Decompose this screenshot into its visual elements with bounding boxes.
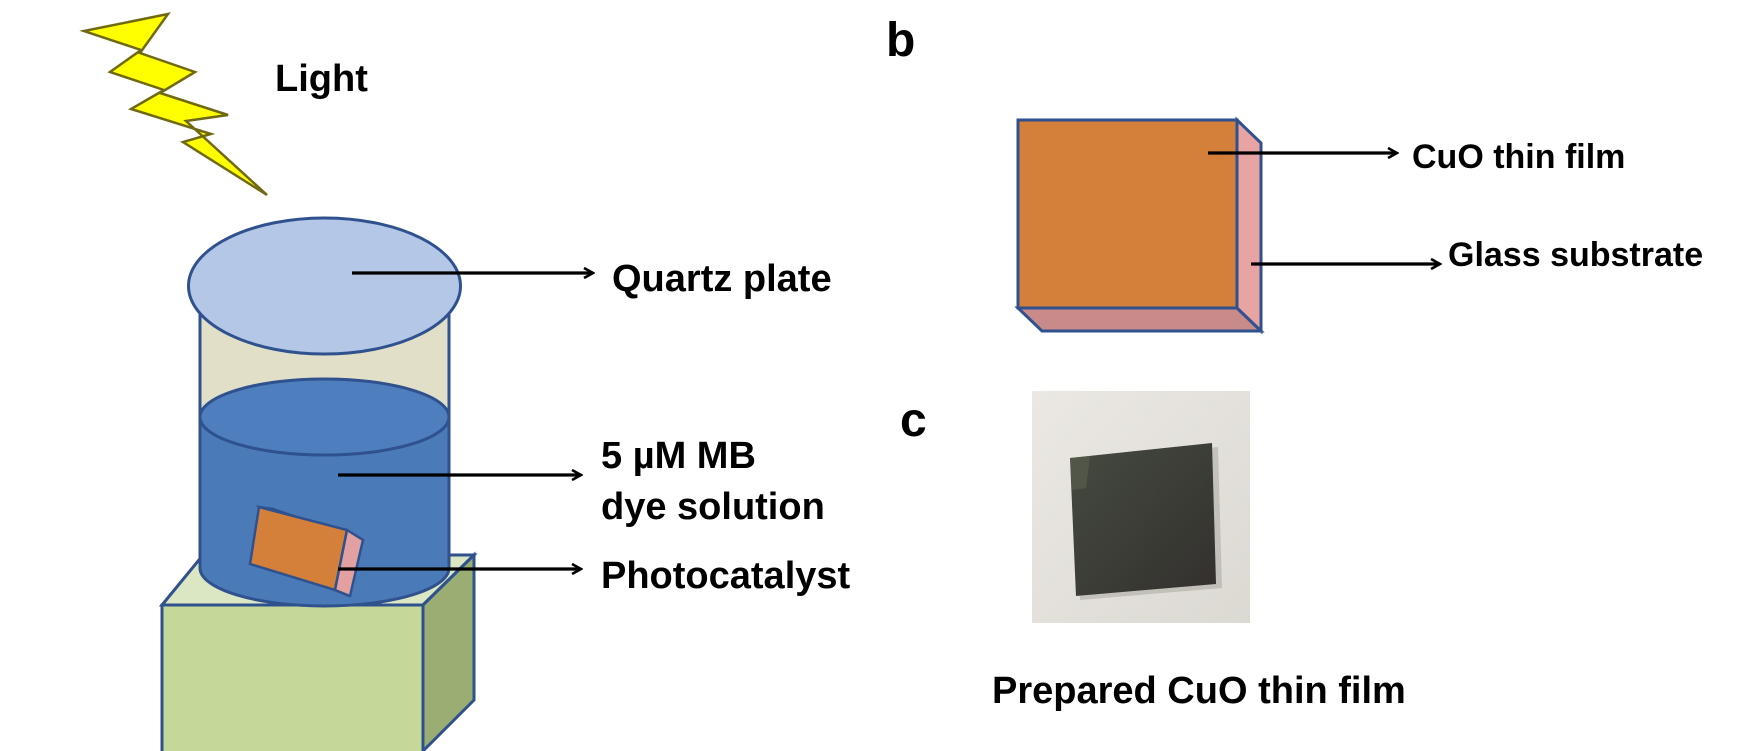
- light-label: Light: [275, 58, 368, 100]
- quartz-plate: [187, 216, 462, 356]
- stand-front-face: [160, 603, 425, 751]
- photocatalyst-chip: [248, 505, 365, 598]
- quartz-plate-label: Quartz plate: [612, 258, 832, 300]
- panel-b-letter: b: [886, 14, 916, 67]
- glass-substrate-bottom-edge: [1014, 306, 1265, 333]
- beaker-bottom-rim: [198, 567, 451, 608]
- dye-solution-surface: [198, 377, 451, 457]
- photo-sample-highlight: [1070, 456, 1090, 490]
- cuo-film-face: [1016, 118, 1239, 310]
- cuo-sample-in-photo: [1070, 443, 1216, 596]
- dye-solution-label-line1: 5 µM MB: [601, 435, 756, 477]
- photoreactor-setup: [79, 12, 593, 751]
- dye-solution-label-line2: dye solution: [601, 486, 825, 528]
- cuo-thin-film-label: CuO thin film: [1412, 138, 1626, 176]
- glass-substrate-label: Glass substrate: [1448, 236, 1704, 274]
- beaker: [187, 216, 462, 608]
- panel-c-letter: c: [900, 394, 927, 447]
- sample-photo: [1032, 391, 1250, 623]
- photo-caption: Prepared CuO thin film: [992, 670, 1406, 712]
- film-substrate-schematic: [1014, 116, 1440, 335]
- photocatalyst-label: Photocatalyst: [601, 555, 851, 597]
- lightning-bolt-icon: [79, 12, 268, 197]
